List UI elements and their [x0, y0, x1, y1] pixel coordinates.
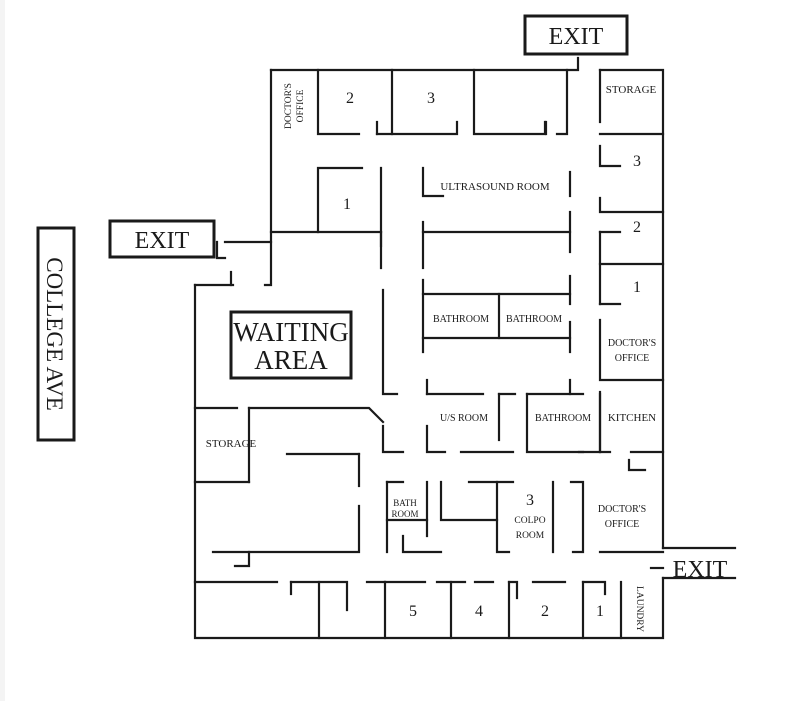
bathroom-left-label: BATHROOM [433, 314, 489, 325]
us-room-label: U/S ROOM [440, 413, 488, 424]
room-right-1: 1 [633, 279, 641, 296]
room-right-2: 2 [633, 219, 641, 236]
room-labels: DOCTOR'S OFFICE 2 3 STORAGE 3 2 1 DOCTOR… [206, 83, 657, 632]
exit-top-label: EXIT [549, 24, 604, 50]
colpo-line3: ROOM [516, 531, 545, 541]
exit-left-label: EXIT [135, 228, 190, 254]
bath-room-line2: ROOM [391, 509, 418, 519]
waiting-area-line2: AREA [254, 345, 328, 375]
room-bottom-1: 1 [596, 603, 604, 620]
bathroom-center-label: BATHROOM [535, 413, 591, 424]
bath-room-line1: BATH [393, 498, 417, 508]
waiting-area-line1: WAITING [233, 317, 348, 347]
room-mid-1: 1 [343, 196, 351, 213]
room-bottom-2: 2 [541, 603, 549, 620]
doctors-office-right-line1: DOCTOR'S [608, 338, 656, 349]
storage-left-label: STORAGE [206, 438, 257, 450]
doctors-office-top-line2: OFFICE [296, 89, 306, 122]
doctors-office-lower-line1: DOCTOR'S [598, 504, 646, 515]
room-top-3: 3 [427, 90, 435, 107]
ultrasound-room-label: ULTRASOUND ROOM [440, 181, 550, 193]
exit-sign-left: EXIT [108, 219, 216, 259]
laundry-label: LAUNDRY [634, 586, 644, 632]
street-sign: COLLEGE AVE [36, 226, 76, 442]
walls [193, 56, 737, 640]
floor-plan: EXIT EXIT EXIT COLLEGE AVE WAITING AREA … [5, 0, 804, 701]
room-right-3: 3 [633, 153, 641, 170]
street-name: COLLEGE AVE [42, 257, 67, 411]
floor-plan-drawing: EXIT EXIT EXIT COLLEGE AVE WAITING AREA … [36, 14, 737, 640]
bathroom-right-label: BATHROOM [506, 314, 562, 325]
doctors-office-top-line1: DOCTOR'S [284, 83, 294, 129]
doctors-office-lower-line2: OFFICE [605, 519, 639, 530]
room-bottom-5: 5 [409, 603, 417, 620]
exit-sign-top: EXIT [523, 14, 629, 56]
doctors-office-right-line2: OFFICE [615, 353, 649, 364]
exit-right-label: EXIT [673, 557, 728, 583]
waiting-area-sign: WAITING AREA [229, 310, 353, 380]
colpo-line2: COLPO [514, 516, 545, 526]
room-bottom-4: 4 [475, 603, 483, 620]
room-top-2: 2 [346, 90, 354, 107]
kitchen-label: KITCHEN [608, 412, 656, 424]
storage-right-label: STORAGE [606, 84, 657, 96]
colpo-line1: 3 [526, 492, 534, 509]
